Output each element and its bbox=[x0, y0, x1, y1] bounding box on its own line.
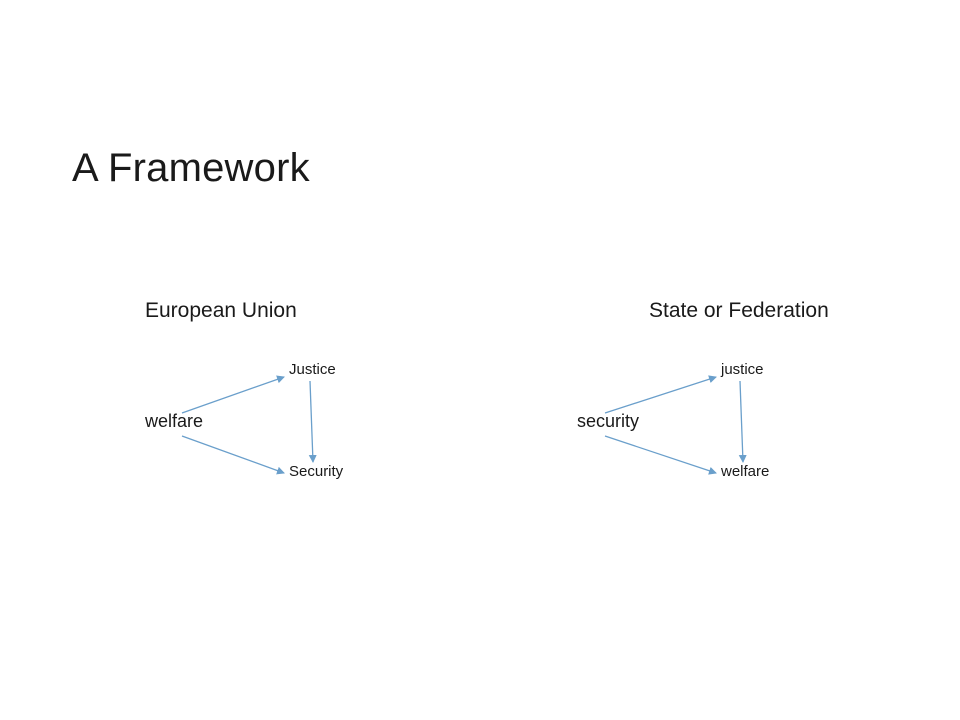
eu-arrow-justice-to-security bbox=[308, 380, 317, 463]
state-arrow-security-to-justice bbox=[604, 375, 717, 414]
state-arrow-justice-to-welfare bbox=[738, 380, 747, 463]
eu-arrow-welfare-to-security bbox=[181, 435, 285, 475]
state-arrow-security-to-welfare bbox=[604, 435, 717, 475]
eu-node-welfare: welfare bbox=[145, 411, 204, 431]
eu-arrow-welfare-to-justice bbox=[181, 375, 285, 414]
eu-diagram-heading: European Union bbox=[145, 299, 297, 322]
eu-node-justice: Justice bbox=[289, 361, 336, 378]
state-node-security: security bbox=[577, 411, 640, 431]
eu-node-security: Security bbox=[289, 463, 344, 480]
state-diagram-heading: State or Federation bbox=[649, 299, 829, 322]
slide-title: A Framework bbox=[72, 146, 310, 190]
state-node-justice: justice bbox=[721, 361, 764, 378]
state-node-welfare: welfare bbox=[721, 463, 770, 480]
